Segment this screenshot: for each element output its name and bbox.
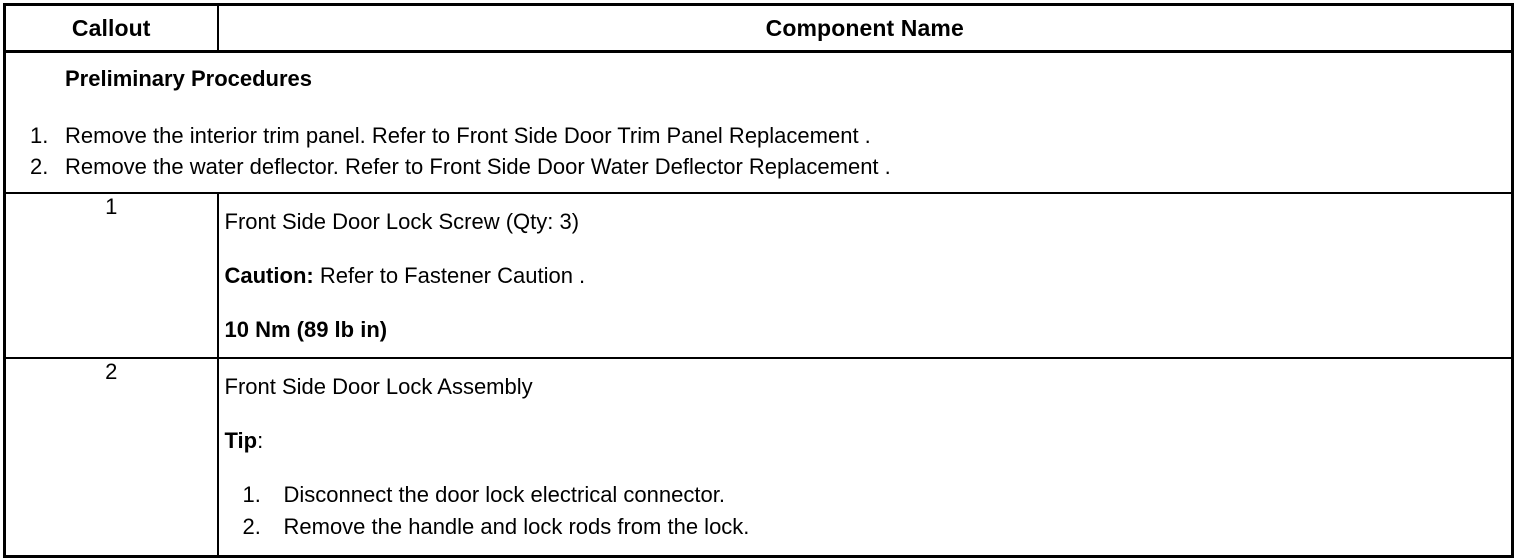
list-item-text: Remove the handle and lock rods from the…	[283, 513, 750, 539]
table-row: 1 Front Side Door Lock Screw (Qty: 3) Ca…	[3, 192, 1514, 359]
callout-number-2: 2	[3, 356, 219, 558]
list-item-text: Remove the water deflector. Refer to Fro…	[65, 153, 891, 179]
table-row-preliminary: Preliminary Procedures 1. Remove the int…	[3, 50, 1514, 195]
table-row: 2 Front Side Door Lock Assembly Tip: 1. …	[3, 356, 1514, 558]
column-header-callout: Callout	[3, 3, 219, 53]
list-item-text: Disconnect the door lock electrical conn…	[283, 481, 725, 507]
list-item-text: Remove the interior trim panel. Refer to…	[65, 122, 871, 148]
list-item-number: 2.	[242, 513, 261, 539]
component-body-2: Front Side Door Lock Assembly Tip: 1. Di…	[219, 359, 1512, 555]
component-cell-1: Front Side Door Lock Screw (Qty: 3) Caut…	[216, 192, 1514, 359]
list-item: 1. Disconnect the door lock electrical c…	[225, 479, 1502, 511]
caution-text: Refer to Fastener Caution .	[313, 263, 586, 289]
tip-label: Tip	[224, 427, 258, 453]
procedure-table: Callout Component Name Preliminary Proce…	[3, 3, 1514, 558]
preliminary-procedures-body: Preliminary Procedures 1. Remove the int…	[6, 53, 1511, 192]
list-item-number: 1.	[242, 481, 261, 507]
callout-number-1: 1	[3, 192, 219, 359]
tip-colon: :	[257, 427, 264, 453]
tip-heading-2: Tip:	[225, 427, 1502, 455]
list-item: 2. Remove the handle and lock rods from …	[225, 511, 1502, 543]
table-body: Preliminary Procedures 1. Remove the int…	[3, 50, 1514, 558]
list-item-number: 2.	[30, 153, 49, 179]
header-row: Callout Component Name	[3, 3, 1514, 53]
preliminary-procedures-title: Preliminary Procedures	[65, 66, 313, 91]
document-page: Callout Component Name Preliminary Proce…	[3, 3, 1514, 558]
component-body-1: Front Side Door Lock Screw (Qty: 3) Caut…	[219, 194, 1512, 356]
caution-label: Caution:	[224, 263, 314, 289]
caution-note-1: Caution: Refer to Fastener Caution .	[225, 262, 1502, 290]
component-name-1: Front Side Door Lock Screw (Qty: 3)	[224, 209, 580, 235]
component-name-2: Front Side Door Lock Assembly	[224, 373, 533, 399]
table-header: Callout Component Name	[3, 3, 1514, 53]
list-item: 1. Remove the interior trim panel. Refer…	[6, 120, 1501, 151]
torque-spec-1: 10 Nm (89 lb in)	[224, 317, 388, 343]
preliminary-steps-list: 1. Remove the interior trim panel. Refer…	[6, 120, 1501, 182]
list-item-number: 1.	[30, 122, 49, 148]
preliminary-procedures-cell: Preliminary Procedures 1. Remove the int…	[3, 50, 1514, 195]
tip-steps-list: 1. Disconnect the door lock electrical c…	[225, 479, 1502, 543]
component-cell-2: Front Side Door Lock Assembly Tip: 1. Di…	[216, 356, 1514, 558]
list-item: 2. Remove the water deflector. Refer to …	[6, 151, 1501, 182]
column-header-component-name: Component Name	[216, 3, 1514, 53]
